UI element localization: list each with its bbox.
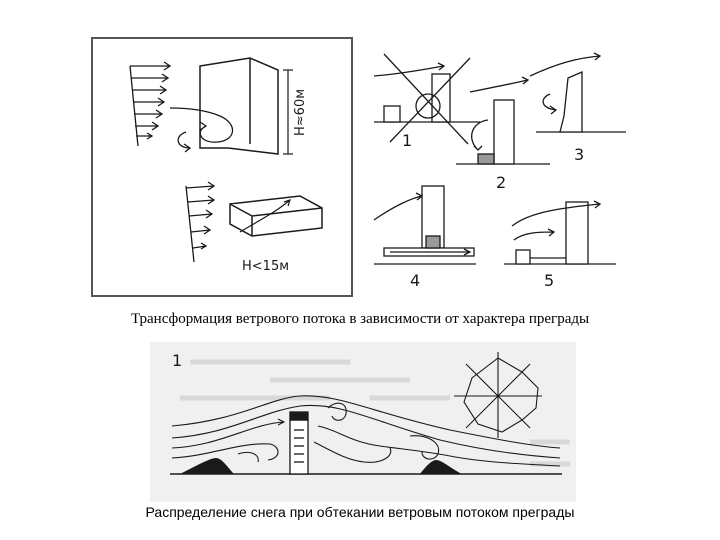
height-dimension <box>283 69 293 155</box>
wind-rose <box>454 352 542 438</box>
case-1-label: 1 <box>402 131 412 150</box>
scan-text-noise <box>180 359 570 467</box>
case-2-label: 2 <box>496 173 506 192</box>
case-2 <box>456 76 550 165</box>
case-5-label: 5 <box>544 271 554 290</box>
case-5 <box>504 200 616 265</box>
figure-number: 1 <box>172 351 182 370</box>
tall-building-wind-panel: H≈60м H<15м <box>91 37 353 297</box>
streamlines <box>171 395 561 467</box>
building <box>289 411 309 475</box>
caption-top: Трансформация ветрового потока в зависим… <box>130 311 590 327</box>
case-4 <box>373 185 476 265</box>
low-building-flow <box>239 199 291 233</box>
wind-profile-arrows-bottom <box>185 181 216 263</box>
height-tall-label: H≈60м <box>293 89 308 136</box>
snow-distribution-diagram: 1 <box>150 342 576 502</box>
case-1 <box>373 53 480 145</box>
tall-building <box>199 57 279 155</box>
vortex <box>169 107 234 153</box>
scan-background <box>150 342 576 502</box>
height-low-label: H<15м <box>242 259 289 274</box>
case-4-label: 4 <box>410 271 420 290</box>
caption-bottom: Распределение снега при обтекании ветров… <box>145 504 575 520</box>
case-3-label: 3 <box>574 145 584 164</box>
low-building <box>229 195 323 237</box>
case-3 <box>529 52 626 133</box>
wind-profile-arrows-top <box>129 61 172 147</box>
snow-drifts <box>180 458 462 474</box>
wind-cases-diagram: 1 2 3 4 5 <box>373 52 626 290</box>
